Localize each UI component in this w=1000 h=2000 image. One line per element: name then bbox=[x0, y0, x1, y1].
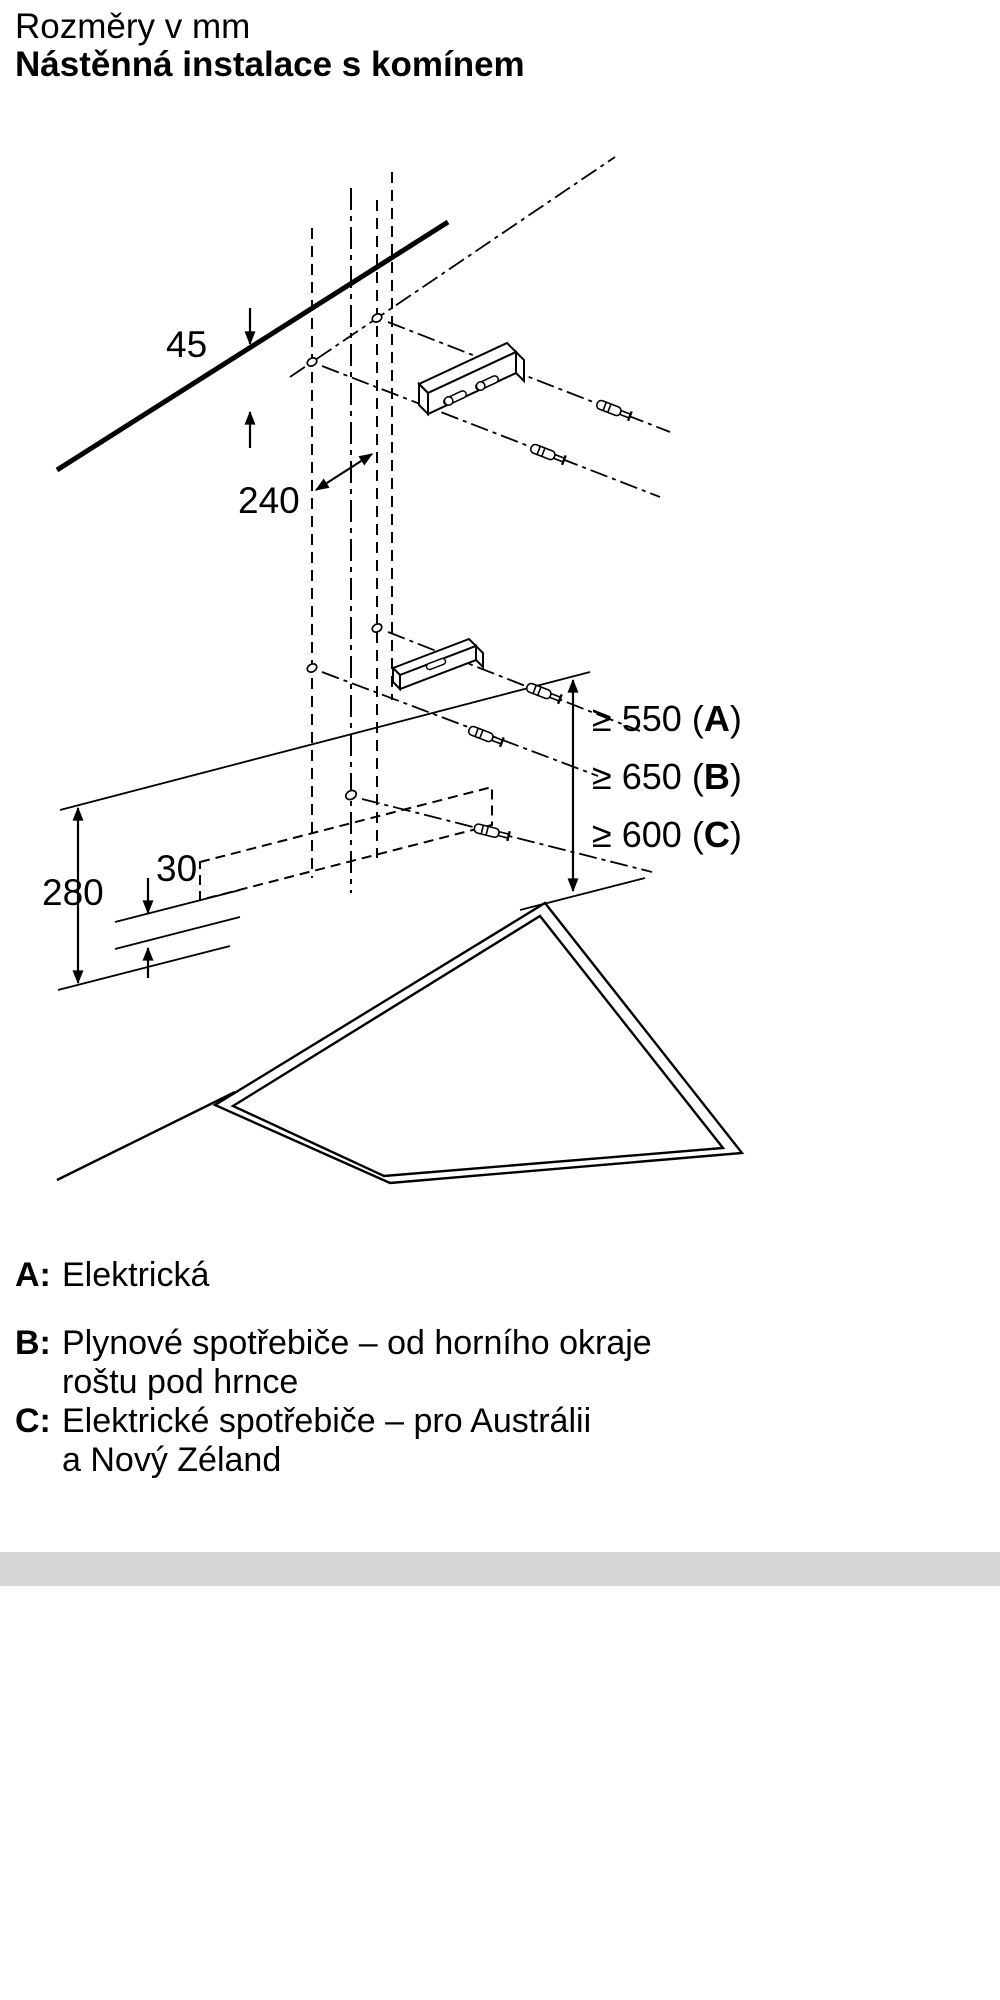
alignment-line bbox=[361, 798, 653, 873]
dimension-arrows bbox=[72, 308, 579, 985]
legend-text-c: Elektrické spotřebiče – pro Austrálii a … bbox=[62, 1402, 591, 1480]
height-dim-c-pre: ≥ 600 ( bbox=[592, 814, 704, 855]
height-dim-c-post: ) bbox=[729, 814, 742, 855]
legend-text-b-line2: roštu pod hrnce bbox=[62, 1363, 299, 1401]
page-subtitle: Nástěnná instalace s komínem bbox=[15, 45, 525, 84]
height-dim-c: ≥ 600 (C) bbox=[592, 816, 742, 853]
dim-arrow-240 bbox=[315, 453, 373, 491]
legend-key-a: A: bbox=[15, 1256, 51, 1294]
height-dim-c-key: C bbox=[703, 814, 730, 855]
legend-text-a-line1: Elektrická bbox=[62, 1256, 210, 1294]
mounting-bracket-icon bbox=[417, 341, 525, 417]
extension-line bbox=[114, 889, 241, 923]
alignment-lines bbox=[289, 156, 671, 873]
alignment-line bbox=[321, 365, 661, 498]
page-title: Rozměry v mm bbox=[15, 7, 251, 46]
legend-text-c-line1: Elektrické spotřebiče – pro Austrálii bbox=[62, 1402, 592, 1440]
wall-base-line bbox=[56, 1090, 236, 1182]
legend-text-a: Elektrická bbox=[62, 1256, 209, 1295]
alignment-line bbox=[289, 156, 616, 378]
wall-anchor-screw-icon bbox=[528, 441, 567, 466]
hob-outline-outer bbox=[212, 901, 745, 1185]
height-dim-b-key: B bbox=[703, 756, 730, 797]
chimney-dashed-lines bbox=[311, 172, 393, 878]
mounting-holes bbox=[306, 313, 383, 801]
hob-surface-outline bbox=[56, 901, 745, 1185]
extension-line bbox=[59, 671, 591, 811]
dim-label-240: 240 bbox=[238, 480, 300, 521]
wall-anchor-screw-icon bbox=[466, 723, 505, 748]
legend-text-c-line2: a Nový Zéland bbox=[62, 1441, 282, 1479]
hood-bottom-dashed-outline bbox=[199, 785, 493, 902]
dim-label-45: 45 bbox=[166, 324, 208, 365]
extension-lines bbox=[57, 671, 646, 991]
legend-row-c: C: Elektrické spotřebiče – pro Austrálii… bbox=[15, 1402, 591, 1480]
ceiling-line bbox=[55, 219, 450, 473]
footer-bar bbox=[0, 1552, 1000, 1586]
hob-outline-inner bbox=[230, 914, 726, 1178]
wall-anchor-screw-icon bbox=[524, 680, 563, 705]
dim-label-30: 30 bbox=[156, 848, 198, 889]
alignment-line bbox=[387, 631, 641, 732]
legend-key-b: B: bbox=[15, 1324, 51, 1362]
height-dim-a-key: A bbox=[703, 698, 730, 739]
legend-text-b-line1: Plynové spotřebiče – od horního okraje bbox=[62, 1324, 652, 1362]
mounting-hole bbox=[306, 663, 318, 673]
height-dim-a-post: ) bbox=[729, 698, 742, 739]
height-dim-a: ≥ 550 (A) bbox=[592, 700, 742, 737]
legend-key-c: C: bbox=[15, 1402, 51, 1440]
height-dim-b-pre: ≥ 650 ( bbox=[592, 756, 704, 797]
mounting-hole bbox=[344, 789, 358, 801]
legend-text-b: Plynové spotřebiče – od horního okraje r… bbox=[62, 1324, 652, 1402]
mounting-hole bbox=[371, 313, 383, 323]
extension-line bbox=[57, 945, 231, 991]
alignment-line bbox=[387, 321, 671, 433]
height-dim-b: ≥ 650 (B) bbox=[592, 758, 742, 795]
mounting-hole bbox=[371, 623, 383, 633]
alignment-line bbox=[321, 671, 599, 777]
extension-line bbox=[114, 916, 241, 950]
hood-support-bracket-icon bbox=[391, 637, 484, 692]
height-dim-a-pre: ≥ 550 ( bbox=[592, 698, 704, 739]
legend-row-b: B: Plynové spotřebiče – od horního okraj… bbox=[15, 1324, 652, 1402]
height-dim-b-post: ) bbox=[729, 756, 742, 797]
mounting-hole bbox=[306, 357, 318, 367]
extension-line bbox=[519, 877, 646, 911]
legend-row-a: A: Elektrická bbox=[15, 1256, 209, 1295]
dim-label-280: 280 bbox=[42, 872, 104, 913]
wall-anchor-screw-icon bbox=[594, 397, 633, 422]
